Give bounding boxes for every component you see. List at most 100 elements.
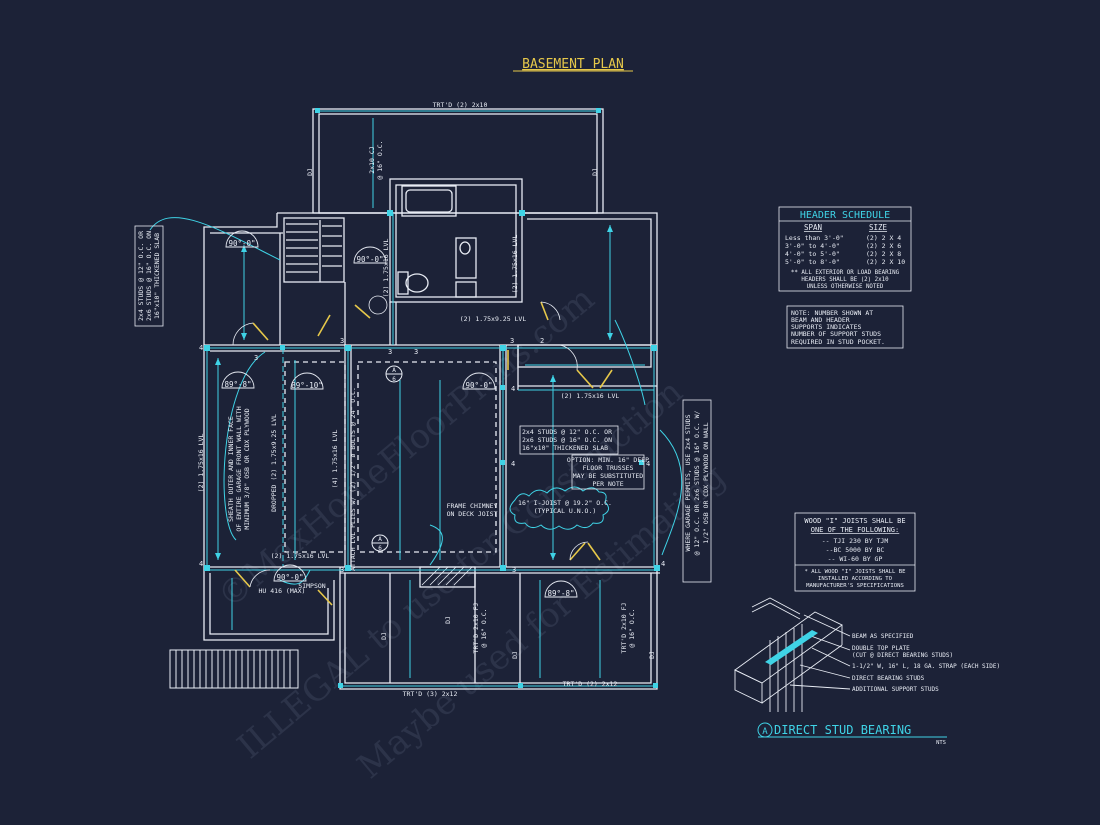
door-leaf — [576, 369, 594, 389]
leader-left-studs — [149, 217, 281, 261]
plan-labels: TRT'D (2) 2x10 TRT'D (3) 2x12 TRT'D (2) … — [259, 101, 656, 698]
label-dj-5: DJ — [511, 651, 519, 659]
door-leaf — [540, 301, 549, 321]
label-garage-1: WHERE GARAGE PERMITS, USE 2x4 STUDS — [684, 414, 692, 551]
stud-post — [500, 565, 506, 571]
label-simpson-2: HU 416 (MAX) — [259, 587, 306, 595]
detail-callout: BEAM AS SPECIFIED — [852, 633, 914, 640]
detail-top-plate-2 — [751, 602, 801, 620]
plan-title: BASEMENT PLAN — [522, 57, 624, 72]
label-wall-note-1: SHEATH OUTER AND INNER FACE — [227, 416, 235, 522]
bathtub — [401, 185, 457, 217]
section-marker-text: A 6 A 6 — [378, 367, 396, 552]
box-beam-note — [786, 305, 904, 349]
outer-wall-right — [522, 212, 658, 567]
angle-labels: 90°-0" 90°-0" 89°-8" 89°-10" 90°-0" 90°-… — [224, 239, 574, 598]
stud-counts: 2 3 3 3 3 3 4 4 4 4 4 4 3 3 — [199, 337, 665, 574]
stud-count: 3 — [340, 337, 344, 345]
angle-arc-3 — [221, 371, 255, 389]
header-row-span: 3'-0" to 4'-0" — [785, 242, 840, 250]
detail-callout: ADDITIONAL SUPPORT STUDS — [852, 686, 939, 693]
detail-callouts: BEAM AS SPECIFIED DOUBLE TOP PLATE (CUT … — [852, 633, 1000, 693]
stud-post — [204, 565, 210, 571]
detail-title: DIRECT STUD BEARING — [774, 723, 911, 737]
detail-callout: 1-1/2" W, 16" L, 18 GA. STRAP (EACH SIDE… — [852, 663, 1000, 670]
door-arc — [249, 569, 271, 588]
arrowhead — [607, 333, 613, 340]
label-bottom-beam-left: TRT'D (3) 2x12 — [403, 690, 458, 698]
stud-post — [204, 345, 210, 351]
door-arc — [559, 344, 578, 371]
label-trtd-right-1: TRT'D 2x10 FJ — [620, 602, 628, 653]
arrowhead — [550, 553, 556, 560]
header-col-span: SPAN — [804, 223, 822, 232]
header-row-span: 4'-0" to 5'-0" — [785, 250, 840, 258]
door-leaf — [234, 569, 251, 588]
joist-note: WOOD "I" JOISTS SHALL BE ONE OF THE FOLL… — [804, 517, 906, 589]
beam-note: NOTE: NUMBER SHOWN AT BEAM AND HEADER SU… — [791, 309, 885, 346]
ijoist-cloud — [509, 486, 609, 530]
detail-strap — [765, 630, 818, 665]
detail-leader — [811, 647, 851, 667]
bath-cabinet — [455, 281, 477, 298]
outer-wall-left — [203, 213, 278, 567]
section-markers — [371, 365, 403, 552]
box-option — [571, 454, 645, 490]
leader-mid-studs — [614, 319, 646, 406]
header-row-size: (2) 2 X 4 — [866, 234, 901, 242]
door-arc — [232, 322, 254, 346]
label-dj-2: DJ — [591, 168, 599, 176]
label-top-beam: TRT'D (2) 2x10 — [433, 101, 488, 109]
rotated-labels: 2x4 STUDS @ 12" O.C. OR 2x6 STUDS @ 16" … — [137, 140, 710, 653]
stud-count: 4 — [511, 385, 515, 393]
label-dj-4: DJ — [444, 616, 452, 624]
label-bottom-beam-right: TRT'D (2) 2x12 — [563, 680, 618, 688]
section-a-bottom: A — [378, 536, 382, 543]
detail-callout: DIRECT BEARING STUDS — [852, 675, 925, 682]
detail-leader — [807, 634, 851, 651]
label-mid-studs-2: 2x6 STUDS @ 16" O.C. ON — [522, 436, 612, 444]
label-lvl-7: (2) 1.75x9.25 LVL — [460, 315, 527, 323]
label-wall-note-3: MINIMUM 3/8" OSB OR CDX PLYWOOD — [243, 408, 251, 529]
joist-option: --BC 5000 BY BC — [826, 546, 885, 554]
joist-option: -- WI-60 BY GP — [828, 555, 883, 563]
joist-note-line: WOOD "I" JOISTS SHALL BE — [804, 517, 905, 525]
detail-leader — [803, 614, 851, 637]
stud-post — [651, 345, 657, 351]
header-note-3: UNLESS OTHERWISE NOTED — [807, 284, 884, 290]
detail-linework — [734, 597, 851, 712]
stud-count: 3 — [340, 566, 344, 574]
stud-count: 4 — [199, 344, 203, 352]
label-joist-top-2: @ 16" O.C. — [376, 140, 384, 179]
angle-label: 90°-0" — [465, 381, 492, 390]
hidden-beam-2 — [357, 361, 497, 553]
header-note-1: ** ALL EXTERIOR OR LOAD BEARING — [791, 270, 900, 276]
stud-post — [596, 108, 601, 113]
arrowhead — [215, 553, 221, 560]
door-pivot — [368, 295, 388, 315]
box-header-schedule — [778, 206, 912, 292]
outer-wall-right-inner — [527, 218, 652, 345]
label-option-4: PER NOTE — [592, 480, 623, 488]
label-ijoist-1: 16" I-JOIST @ 19.2" O.C. — [518, 499, 612, 507]
label-lvl-5: (2) 1.75x16 LVL — [561, 392, 620, 400]
stud-count: 3 — [510, 337, 514, 345]
beams — [149, 110, 683, 687]
angle-label: 89°-10" — [291, 381, 323, 390]
walls — [203, 108, 660, 690]
label-mid-studs-3: 16"x10" THICKENED SLAB — [522, 444, 608, 452]
label-trtd-mid-1: TRT'D 2x10 FJ — [472, 602, 480, 653]
stud-post — [639, 460, 644, 465]
joist-footer: INSTALLED ACCORDING TO — [818, 576, 893, 582]
door-arc — [569, 541, 589, 561]
leader-wall-note — [223, 351, 266, 541]
hidden-beam-1 — [284, 361, 346, 553]
stud-count: 3 — [512, 566, 516, 574]
angle-arc-5 — [462, 372, 496, 390]
label-ijoist-2: (TYPICAL U.N.O.) — [534, 507, 597, 515]
door-arc — [540, 301, 561, 321]
label-dropped: DROPPED (2) 1.75x9.25 LVL — [270, 414, 278, 512]
label-lvl-1: (2) 1.75x16 LVL — [197, 434, 205, 493]
leader-simpson — [279, 569, 311, 585]
